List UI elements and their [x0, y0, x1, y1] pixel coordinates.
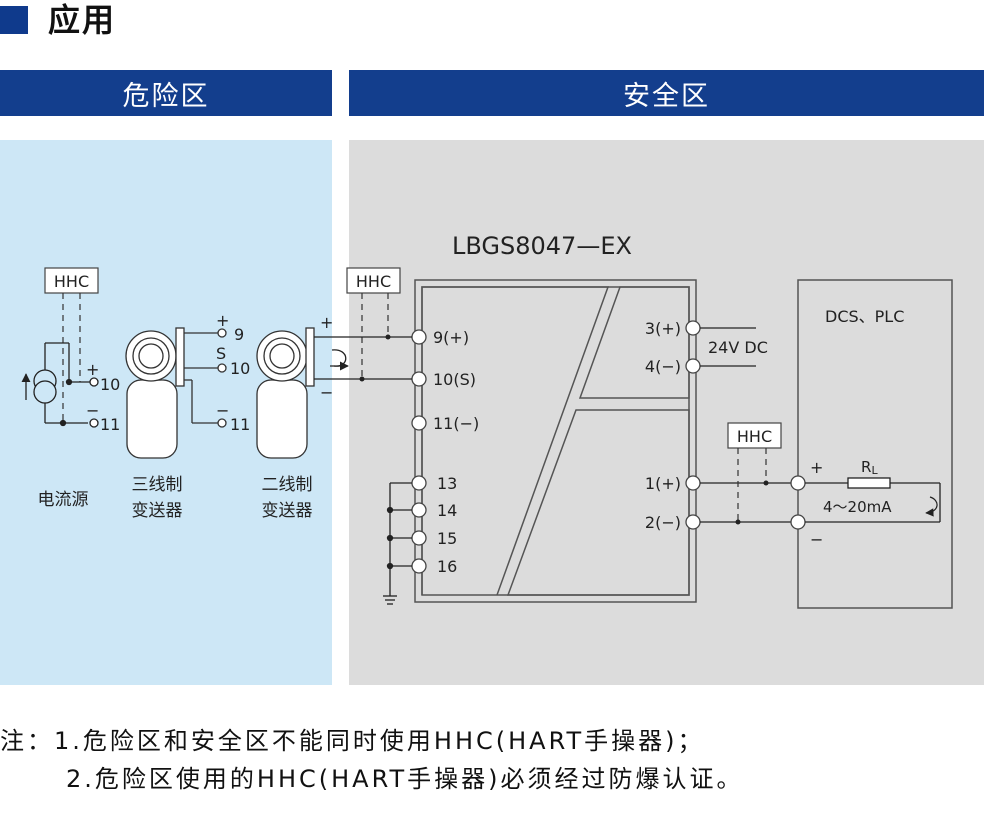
hhc-label: HHC: [737, 427, 772, 446]
source-terminal-11: 11: [100, 415, 120, 434]
loop-current-label: 4～20mA: [823, 498, 892, 516]
current-source: [21, 342, 99, 428]
terminal-15: [411, 530, 427, 546]
resistor-label: R: [861, 458, 871, 476]
two-wire-plus-sign: +: [320, 313, 333, 332]
source-plus-sign: +: [86, 360, 99, 379]
source-terminal-10: 10: [100, 375, 120, 394]
terminal-label: 3(+): [645, 319, 681, 338]
terminal-1: [685, 475, 701, 491]
supply-label: 24V DC: [708, 338, 768, 357]
ground-connection: [383, 482, 412, 605]
source-minus-sign: −: [86, 401, 99, 420]
three-wire-minus-sign: −: [216, 401, 229, 420]
note-prefix: 注：: [0, 727, 54, 755]
terminal-label: 15: [437, 529, 457, 548]
load-resistor: [847, 477, 891, 489]
svg-text:RL: RL: [861, 458, 878, 477]
notes-section: 注：1.危险区和安全区不能同时使用HHC(HART手操器)； 2.危险区使用的H…: [0, 722, 744, 798]
terminal-13: [411, 475, 427, 491]
terminal-10: [411, 371, 427, 387]
hazardous-zone-header: 危险区: [0, 70, 332, 116]
page-title: 应用: [48, 1, 117, 39]
isolator-module: [414, 279, 697, 603]
hhc-box-output: [727, 422, 782, 449]
resistor-subscript: L: [871, 464, 878, 477]
dcs-terminal-plus: [790, 475, 806, 491]
terminal-3: [685, 320, 701, 336]
loop-arrow: [925, 496, 938, 517]
note-1: 注：1.危险区和安全区不能同时使用HHC(HART手操器)；: [0, 722, 744, 760]
terminal-14: [411, 502, 427, 518]
three-wire-terminal-11: 11: [230, 415, 250, 434]
dcs-minus-sign: −: [810, 530, 823, 549]
hhc-box-input: [346, 267, 401, 294]
three-wire-label-2: 变送器: [132, 501, 183, 521]
terminal-16: [411, 558, 427, 574]
terminal-label: 10(S): [433, 370, 476, 389]
hhc-label: HHC: [356, 272, 391, 291]
hhc-box-hazardous: [44, 267, 99, 294]
terminal-label: 2(−): [645, 513, 681, 532]
safe-zone-header: 安全区: [349, 70, 984, 116]
terminal-label: 9(+): [433, 328, 469, 347]
terminal-label: 4(−): [645, 357, 681, 376]
terminal-label: 13: [437, 474, 457, 493]
current-source-label: 电流源: [38, 490, 89, 510]
terminal-2: [685, 514, 701, 530]
safe-zone-area: [349, 140, 984, 685]
note-1-text: 1.危险区和安全区不能同时使用HHC(HART手操器)；: [54, 727, 705, 755]
two-wire-transmitter: [256, 327, 412, 459]
note-2-text: 2.危险区使用的HHC(HART手操器)必须经过防爆认证。: [66, 765, 744, 793]
three-wire-transmitter: [125, 327, 227, 459]
three-wire-plus-sign: +: [216, 311, 229, 330]
three-wire-terminal-10: 10: [230, 359, 250, 378]
power-supply: 24V DC: [700, 327, 768, 367]
hhc-dashed-links: [62, 293, 767, 522]
module-left-terminals: 9(+) 10(S) 11(−) 13 14 15 16: [411, 328, 479, 576]
device-model-label: LBGS8047—EX: [452, 232, 632, 260]
three-wire-label-1: 三线制: [132, 475, 183, 495]
module-right-terminals: 3(+) 4(−) 1(+) 2(−): [645, 319, 701, 532]
three-wire-terminal-9: 9: [234, 325, 244, 344]
terminal-label: 14: [437, 501, 457, 520]
dcs-terminal-minus: [790, 514, 806, 530]
two-wire-label-1: 二线制: [262, 475, 313, 495]
terminal-label: 1(+): [645, 474, 681, 493]
two-wire-label-2: 变送器: [262, 501, 313, 521]
two-wire-minus-sign: −: [320, 383, 333, 402]
terminal-label: 16: [437, 557, 457, 576]
terminal-4: [685, 358, 701, 374]
dcs-plc-box: DCS、PLC + − RL 4～20mA: [700, 279, 953, 609]
hhc-label: HHC: [54, 272, 89, 291]
dcs-label: DCS、PLC: [825, 307, 904, 326]
hhc-devices: HHC HHC HHC: [44, 267, 782, 449]
dcs-plus-sign: +: [810, 458, 823, 477]
terminal-9: [411, 329, 427, 345]
terminal-11: [411, 415, 427, 431]
note-2: 2.危险区使用的HHC(HART手操器)必须经过防爆认证。: [0, 760, 744, 798]
title-marker: [0, 6, 28, 34]
three-wire-s-label: S: [216, 344, 226, 363]
terminal-label: 11(−): [433, 414, 479, 433]
